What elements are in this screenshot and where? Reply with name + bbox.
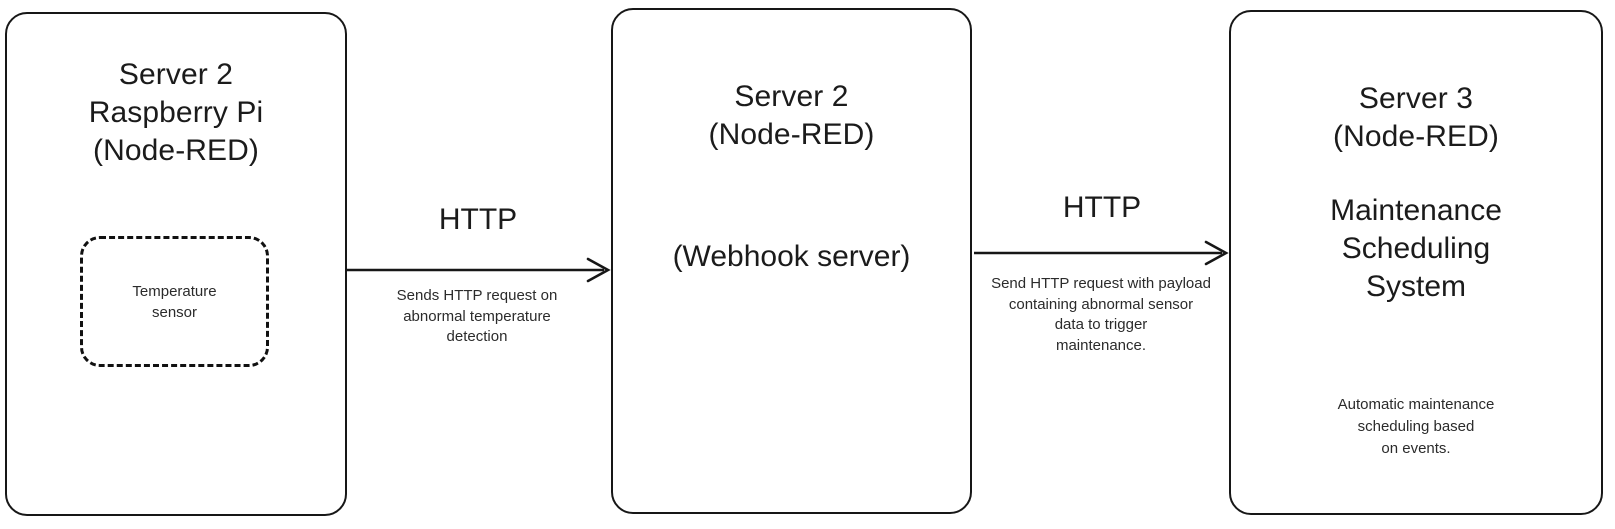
arrow-right-icon — [346, 257, 611, 283]
temperature-sensor-component[interactable]: Temperature sensor — [80, 236, 269, 367]
edge-2-description: Send HTTP request with payload containin… — [991, 275, 1211, 354]
edge-1-arrow — [340, 250, 620, 294]
node-server-2-webhook[interactable]: Server 2 (Node-RED) (Webhook server) — [611, 8, 972, 514]
node-2-title: Server 2 (Node-RED) — [708, 80, 875, 151]
node-2-subtitle: (Webhook server) — [672, 240, 911, 273]
arrow-right-icon — [974, 240, 1229, 266]
edge-1-protocol-label: HTTP — [438, 203, 518, 236]
temperature-sensor-label: Temperature sensor — [132, 282, 217, 321]
edge-2-arrow — [968, 233, 1236, 277]
edge-1-description: Sends HTTP request on abnormal temperatu… — [396, 287, 558, 345]
node-server-3-maintenance[interactable]: Server 3 (Node-RED) Maintenance Scheduli… — [1229, 10, 1603, 515]
node-3-title: Server 3 (Node-RED) — [1332, 82, 1500, 153]
node-1-title: Server 2 Raspberry Pi (Node-RED) — [88, 58, 264, 167]
node-server-2-raspberry-pi[interactable]: Server 2 Raspberry Pi (Node-RED) Tempera… — [5, 12, 347, 516]
edge-2-protocol-label: HTTP — [1062, 191, 1142, 224]
node-3-note: Automatic maintenance scheduling based o… — [1337, 396, 1495, 457]
node-3-subtitle: Maintenance Scheduling System — [1330, 194, 1502, 303]
